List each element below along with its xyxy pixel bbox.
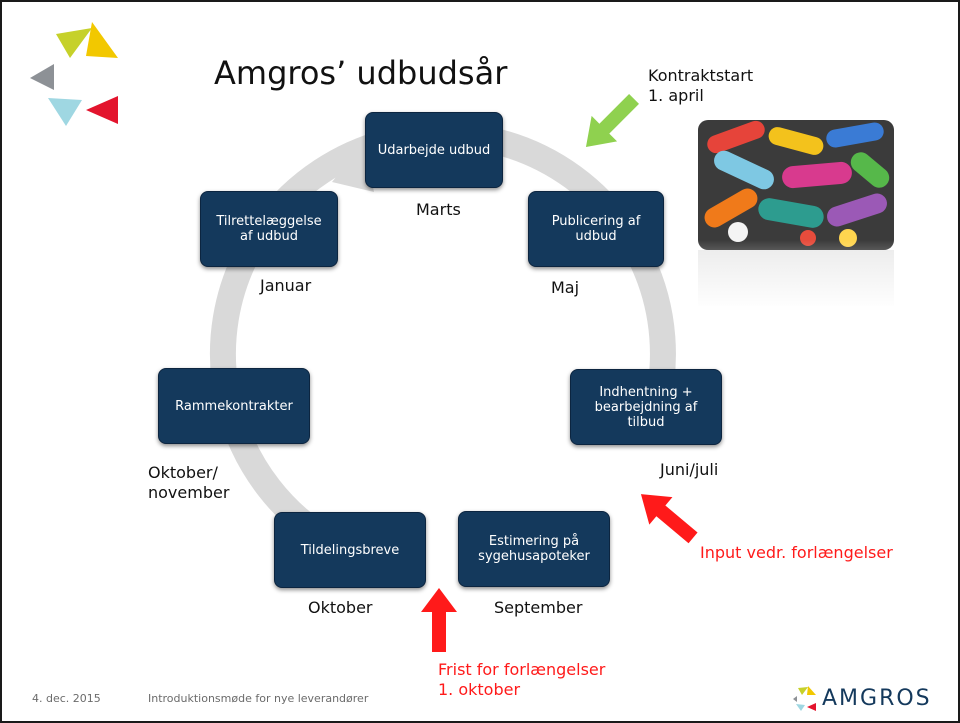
step-label: Estimering på sygehusapoteker [478,534,590,564]
ring-gap-arrowhead [332,142,374,192]
period-januar: Januar [260,276,312,295]
deadline-callout: Frist for forlængelser 1. oktober [438,660,606,699]
logo-text: AMGROS [822,685,932,711]
step-label: Publicering af udbud [551,214,641,244]
step-label: Tildelingsbreve [300,542,400,558]
step-label: Indhentning + bearbejdning af tilbud [594,384,698,430]
red-arrow-bottom-icon [421,588,457,652]
green-arrow-icon [585,94,639,148]
step-label: Udarbejde udbud [377,142,491,158]
red-arrow-right-icon [640,494,698,544]
step-tilrettelaeggelse: Tilrettelæggelse af udbud [200,191,338,267]
amgros-logo-icon [793,686,816,711]
step-tildelingsbreve: Tildelingsbreve [274,512,426,588]
input-callout: Input vedr. forlængelser [700,543,893,562]
step-rammekontrakter: Rammekontrakter [158,368,310,444]
amgros-logo: AMGROS [792,685,932,711]
step-udarbejde-udbud: Udarbejde udbud [365,112,503,188]
step-publicering: Publicering af udbud [528,191,664,267]
period-oktober-november: Oktober/ november [148,463,230,502]
pills-photo [698,120,894,306]
contract-start-note: Kontraktstart 1. april [648,66,754,105]
footer-date: 4. dec. 2015 [32,692,101,705]
step-indhentning: Indhentning + bearbejdning af tilbud [570,369,722,445]
step-label: Rammekontrakter [175,398,293,414]
footer-text: Introduktionsmøde for nye leverandører [148,692,369,705]
period-marts: Marts [416,200,461,219]
step-label: Tilrettelæggelse af udbud [216,214,322,244]
period-oktober: Oktober [308,598,373,617]
step-estimering: Estimering på sygehusapoteker [458,511,610,587]
period-september: September [494,598,583,617]
slide-title: Amgros’ udbudsår [214,54,508,92]
period-juni-juli: Juni/juli [660,460,719,479]
period-maj: Maj [551,278,580,297]
triangle-logo-icon [30,22,118,126]
